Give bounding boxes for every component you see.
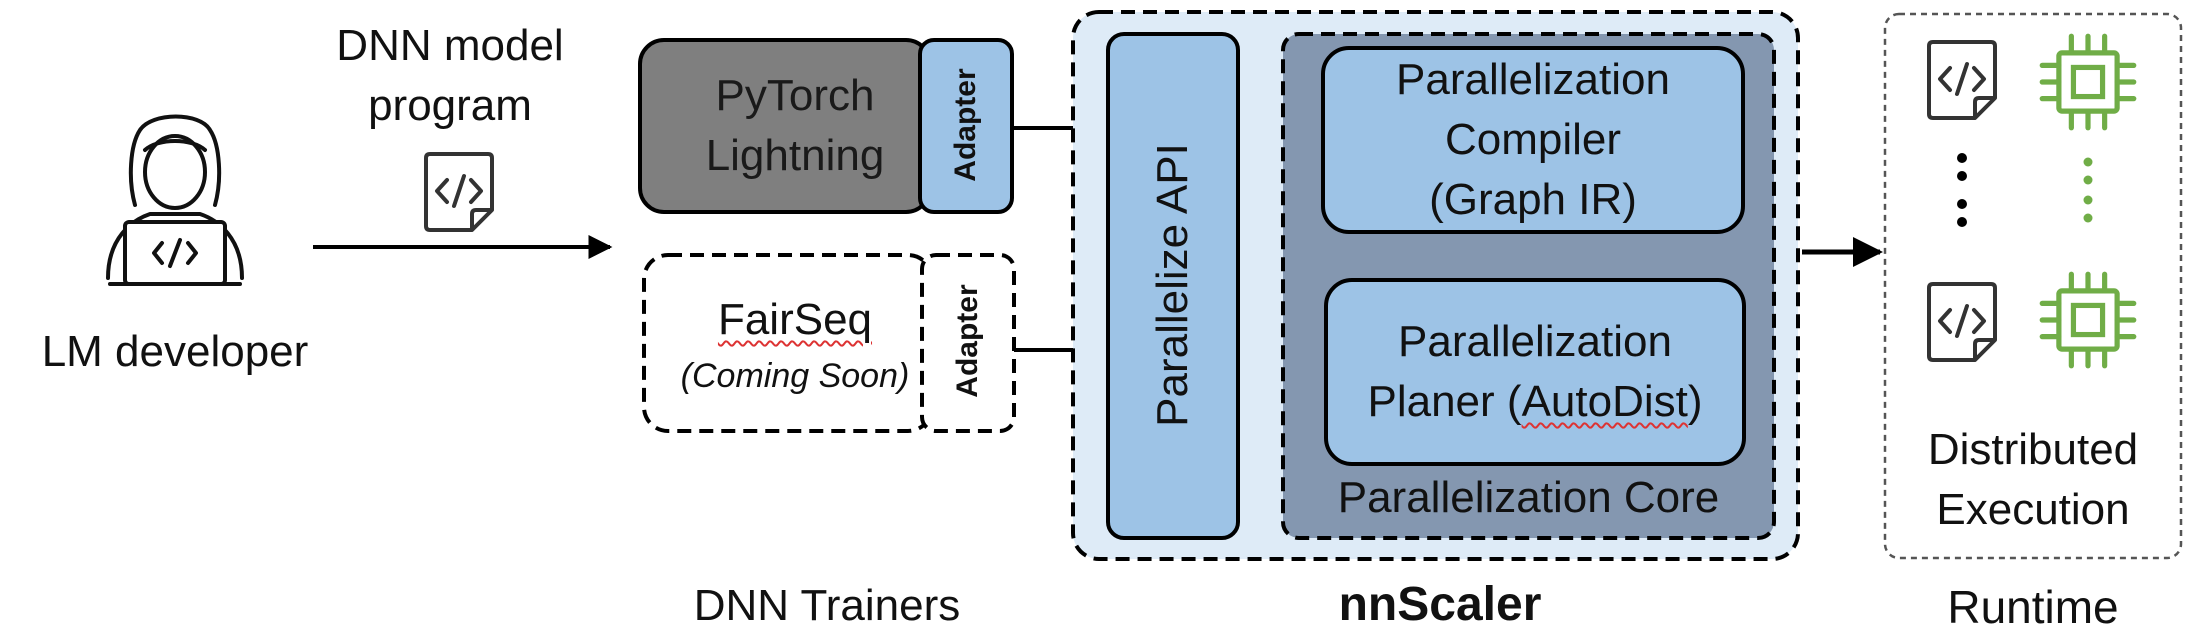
exec-label-line2: Execution <box>1936 485 2130 534</box>
program-label-line1: DNN model <box>336 21 564 70</box>
planner-label-line2: Planer (AutoDist) <box>1326 376 1744 429</box>
parallelize-api-label: Parallelize API <box>1148 143 1197 427</box>
pytorch-lightning-box <box>638 38 932 214</box>
compiler-label-line2: Compiler <box>1444 115 1622 164</box>
code-file-icon <box>424 152 494 232</box>
fairseq-label-line1: FairSeq <box>655 294 935 347</box>
parallelize-api-box <box>1106 32 1240 540</box>
fairseq-adapter-label: Adapter <box>951 284 984 398</box>
planner-text-a: Planer ( <box>1367 377 1522 426</box>
runtime-ellipsis-icon <box>1957 153 2093 227</box>
nnscaler-section-label: nnScaler <box>1338 578 1542 631</box>
pytorch-adapter-label: Adapter <box>949 68 982 182</box>
fairseq-adapter-box <box>920 253 1016 433</box>
parallelization-planner-box <box>1324 278 1746 466</box>
planner-autodist: AutoDist <box>1521 377 1688 426</box>
compiler-label-line3: (Graph IR) <box>1429 175 1637 224</box>
actor-label: LM developer <box>41 327 309 376</box>
fairseq-name: FairSeq <box>717 295 873 344</box>
fairseq-label-line2: (Coming Soon) <box>680 357 910 395</box>
developer-laptop-icon <box>106 114 244 286</box>
runtime-code-file-icon-2 <box>1927 282 1997 362</box>
exec-label-line1: Distributed <box>1927 425 2139 474</box>
runtime-code-file-icon <box>1927 40 1997 120</box>
runtime-container <box>1883 12 2183 560</box>
runtime-section-label: Runtime <box>1947 581 2119 633</box>
planner-label-line1: Parallelization <box>1398 317 1672 366</box>
trainers-section-label: DNN Trainers <box>693 581 961 630</box>
program-label-line2: program <box>368 81 532 130</box>
planner-text-c: ) <box>1687 377 1703 426</box>
core-label: Parallelization Core <box>1337 473 1720 522</box>
parallelization-compiler-box <box>1321 46 1745 234</box>
pytorch-label-line2: Lightning <box>705 131 885 180</box>
compiler-label-line1: Parallelization <box>1396 55 1670 104</box>
pytorch-label-line1: PyTorch <box>715 71 875 120</box>
